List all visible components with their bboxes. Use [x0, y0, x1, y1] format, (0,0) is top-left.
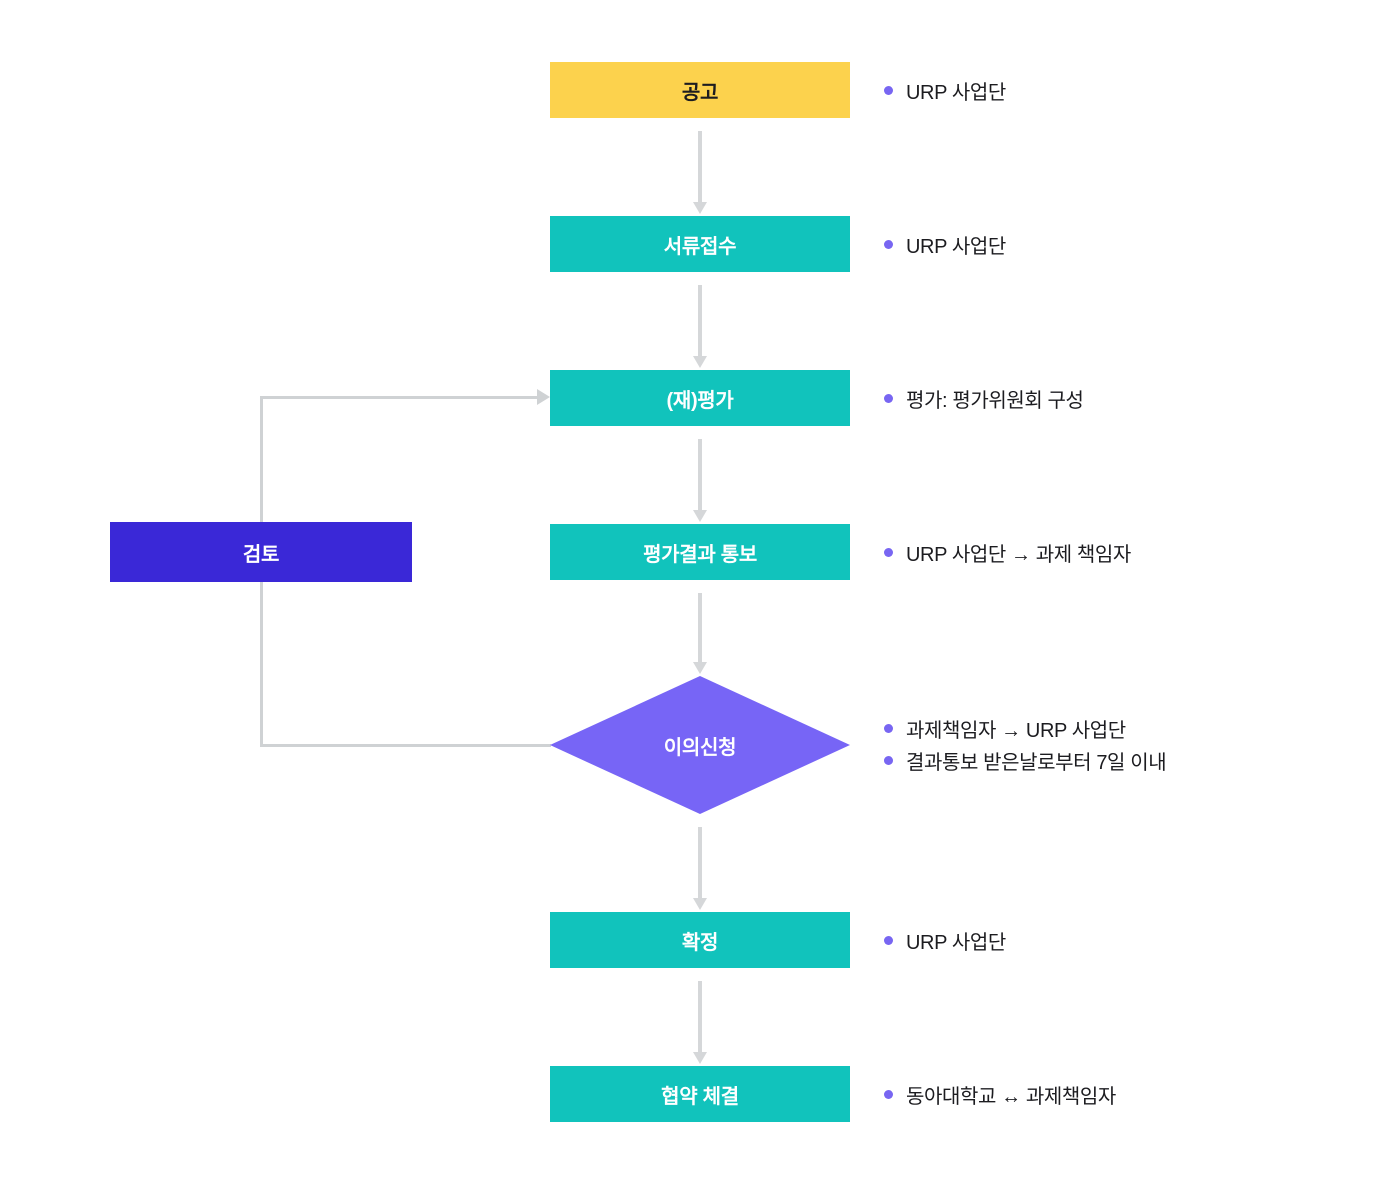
bullet-dot-icon [884, 547, 893, 557]
step-notes: 과제책임자 → URP 사업단 결과통보 받은날로부터 7일 이내 [884, 712, 1167, 776]
bullet-dot-icon [884, 935, 893, 945]
side-step-review-label: 검토 [242, 543, 280, 566]
note-text: URP 사업단 [906, 235, 1006, 258]
step-notes: 평가: 평가위원회 구성 [884, 383, 1084, 413]
loop-line-top [260, 396, 537, 399]
arrow-down-icon [693, 202, 707, 214]
note-item: 평가: 평가위원회 구성 [884, 383, 1084, 413]
arrow-down-icon [693, 662, 707, 674]
loop-line-bottom [260, 744, 551, 747]
bullet-dot-icon [884, 1089, 893, 1099]
step-box-evaluation: (재)평가 [550, 370, 850, 426]
connector-line [698, 285, 702, 356]
note-text: 결과통보 받은날로부터 7일 이내 [906, 751, 1167, 774]
connector-line [698, 593, 702, 662]
step-notes: URP 사업단 [884, 229, 1006, 259]
bullet-dot-icon [884, 393, 893, 403]
step-label: 이의신청 [663, 736, 737, 759]
side-step-review: 검토 [110, 522, 412, 582]
step-label: 확정 [681, 931, 719, 954]
arrow-down-icon [693, 1052, 707, 1064]
step-notes: URP 사업단 → 과제 책임자 [884, 537, 1131, 567]
note-text: URP 사업단 → 과제 책임자 [906, 543, 1131, 566]
step-box-agreement-signing: 협약 체결 [550, 1066, 850, 1122]
step-box-announcement: 공고 [550, 62, 850, 118]
arrow-down-icon [693, 510, 707, 522]
step-label: 공고 [681, 81, 719, 104]
arrow-down-icon [693, 898, 707, 910]
connector-line [698, 439, 702, 510]
note-item: 과제책임자 → URP 사업단 [884, 712, 1166, 744]
connector-line [698, 827, 702, 898]
bullet-dot-icon [884, 85, 893, 95]
bullet-dot-icon [884, 723, 893, 733]
bullet-dot-icon [884, 239, 893, 249]
note-item: URP 사업단 [884, 925, 1006, 955]
step-label: 서류접수 [663, 235, 737, 258]
note-text: 과제책임자 → URP 사업단 [906, 719, 1126, 742]
connector-line [698, 131, 702, 202]
step-diamond-appeal: 이의신청 [550, 676, 850, 814]
step-label: 협약 체결 [661, 1085, 739, 1108]
step-label: 평가결과 통보 [643, 543, 757, 566]
note-text: 평가: 평가위원회 구성 [906, 389, 1084, 412]
step-label: (재)평가 [666, 389, 734, 412]
step-box-confirmation: 확정 [550, 912, 850, 968]
bullet-dot-icon [884, 755, 893, 765]
step-notes: 동아대학교 ↔ 과제책임자 [884, 1079, 1116, 1109]
loop-arrowhead-right-icon [537, 389, 550, 405]
arrow-down-icon [693, 356, 707, 368]
step-notes: URP 사업단 [884, 925, 1006, 955]
note-item: URP 사업단 [884, 229, 1006, 259]
step-box-document-intake: 서류접수 [550, 216, 850, 272]
step-notes: URP 사업단 [884, 75, 1006, 105]
note-text: URP 사업단 [906, 81, 1006, 104]
note-item: URP 사업단 → 과제 책임자 [884, 537, 1131, 567]
note-item: URP 사업단 [884, 75, 1006, 105]
note-item: 결과통보 받은날로부터 7일 이내 [884, 744, 1167, 776]
connector-line [698, 981, 702, 1052]
note-text: 동아대학교 ↔ 과제책임자 [906, 1085, 1116, 1108]
note-text: URP 사업단 [906, 931, 1006, 954]
note-item: 동아대학교 ↔ 과제책임자 [884, 1079, 1116, 1109]
step-box-result-notification: 평가결과 통보 [550, 524, 850, 580]
